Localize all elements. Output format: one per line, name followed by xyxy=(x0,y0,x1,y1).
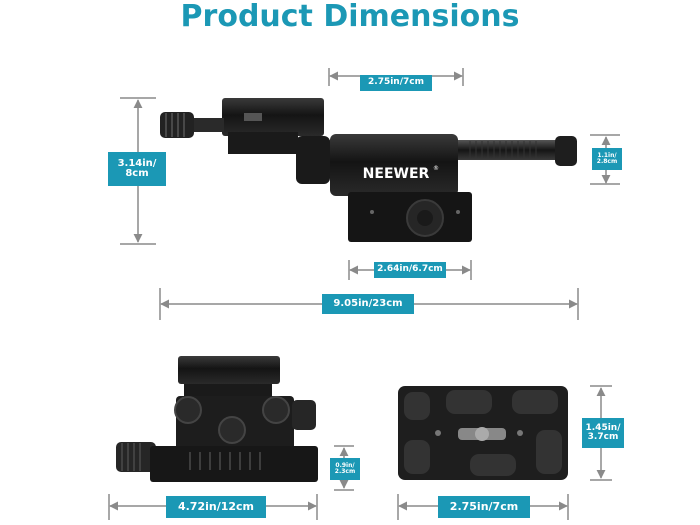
label-front-height: 0.9in/ 2.3cm xyxy=(330,458,360,480)
label-plate-width: 2.75in/7cm xyxy=(438,496,530,518)
label-total-length: 9.05in/23cm xyxy=(322,294,414,314)
label-rail-diameter: 1.1in/ 2.8cm xyxy=(592,148,622,170)
side-view-slider: NEEWER ® xyxy=(160,98,577,242)
label-front-width: 4.72in/12cm xyxy=(166,496,266,518)
quick-release-plate xyxy=(398,386,568,480)
brand-logo: NEEWER xyxy=(363,166,430,182)
front-view-slider xyxy=(116,356,318,482)
brand-registered-mark: ® xyxy=(433,165,439,172)
label-plate-height: 1.45in/ 3.7cm xyxy=(582,418,624,448)
label-height: 3.14in/ 8cm xyxy=(108,152,166,186)
page-title: Product Dimensions xyxy=(180,0,520,34)
label-base-width: 2.64in/6.7cm xyxy=(374,262,446,278)
label-top-width: 2.75in/7cm xyxy=(360,75,432,91)
